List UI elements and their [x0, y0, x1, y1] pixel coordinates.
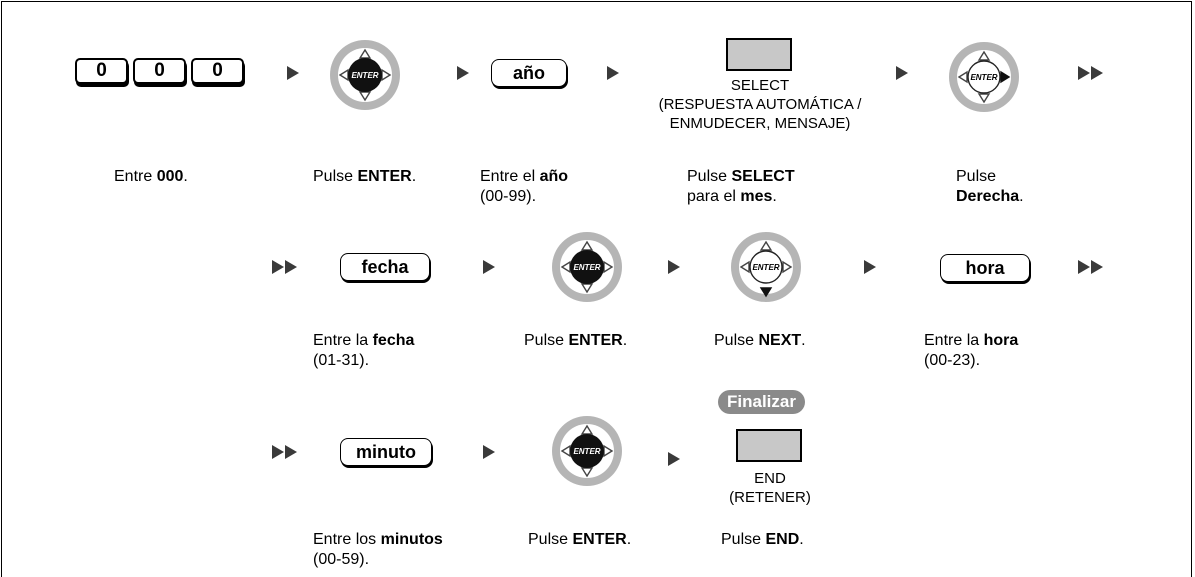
- entry-hour-box: hora: [940, 254, 1030, 282]
- arrow-right-icon: [483, 260, 495, 274]
- navigator-key-right-icon[interactable]: [945, 38, 1023, 116]
- select-button[interactable]: [726, 38, 792, 71]
- double-arrow-right-icon: [285, 445, 297, 459]
- arrow-right-icon: [668, 452, 680, 466]
- double-arrow-right-icon: [1091, 66, 1103, 80]
- double-arrow-right-icon: [1078, 66, 1090, 80]
- step-text: Pulse ENTER.: [524, 332, 628, 349]
- arrow-right-icon: [864, 260, 876, 274]
- step-text: Entre la hora(00-23).: [924, 332, 1019, 369]
- step-text: Entre 000.: [114, 168, 188, 185]
- end-button-label: END(RETENER): [729, 470, 811, 506]
- step-text: Pulse END.: [721, 531, 804, 548]
- double-arrow-right-icon: [1091, 260, 1103, 274]
- step-keyword: hora: [983, 332, 1019, 349]
- step-text: Pulse NEXT.: [714, 332, 806, 349]
- navigator-key-down-icon[interactable]: [727, 228, 805, 306]
- entry-year-box: año: [491, 59, 567, 87]
- end-button[interactable]: [736, 429, 802, 462]
- arrow-right-icon: [607, 66, 619, 80]
- step-keyword: END: [765, 531, 800, 548]
- step-keyword: fecha: [372, 332, 415, 349]
- step-keyword: ENTER: [568, 332, 623, 349]
- step-keyword: 000: [156, 168, 184, 185]
- entry-date-box: fecha: [340, 253, 430, 281]
- step-keyword: ENTER: [572, 531, 627, 548]
- step-keyword: año: [539, 168, 569, 185]
- step-text: Entre los minutos(00-59).: [313, 531, 443, 568]
- entry-minute-box: minuto: [340, 438, 432, 466]
- step-text: Entre la fecha(01-31).: [313, 332, 415, 369]
- double-arrow-right-icon: [285, 260, 297, 274]
- double-arrow-right-icon: [1078, 260, 1090, 274]
- select-button-label: SELECT(RESPUESTA AUTOMÁTICA /ENMUDECER, …: [658, 77, 862, 132]
- navigator-key-enter-icon[interactable]: [326, 36, 404, 114]
- double-arrow-right-icon: [272, 260, 284, 274]
- dial-key-0[interactable]: 0: [75, 58, 128, 84]
- step-text: Pulse ENTER.: [313, 168, 417, 185]
- step-keyword: NEXT: [758, 332, 802, 349]
- arrow-right-icon: [668, 260, 680, 274]
- dial-key-0[interactable]: 0: [133, 58, 186, 84]
- arrow-right-icon: [287, 66, 299, 80]
- step-keyword: ENTER: [357, 168, 412, 185]
- step-keyword: minutos: [380, 531, 443, 548]
- step-keyword: mes: [740, 188, 773, 205]
- navigator-key-enter-icon[interactable]: [548, 412, 626, 490]
- double-arrow-right-icon: [272, 445, 284, 459]
- finish-badge: Finalizar: [718, 390, 805, 414]
- arrow-right-icon: [457, 66, 469, 80]
- step-keyword: Derecha: [956, 188, 1020, 205]
- navigator-key-enter-icon[interactable]: [548, 228, 626, 306]
- arrow-right-icon: [483, 445, 495, 459]
- arrow-right-icon: [896, 66, 908, 80]
- step-keyword: SELECT: [731, 168, 795, 185]
- step-text: Pulse ENTER.: [528, 531, 632, 548]
- step-text: Entre el año(00-99).: [480, 168, 569, 205]
- dial-key-0[interactable]: 0: [191, 58, 244, 84]
